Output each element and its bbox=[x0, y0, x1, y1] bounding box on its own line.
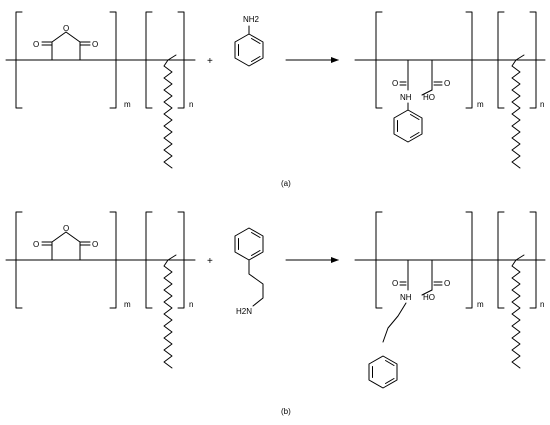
product-phenyl-icon-a bbox=[393, 109, 423, 143]
label-o4-b: O bbox=[392, 279, 398, 288]
label-n-b: n bbox=[189, 300, 193, 309]
label-n-a: n bbox=[189, 100, 193, 109]
aniline-icon bbox=[234, 25, 264, 67]
caption-b: (b) bbox=[281, 407, 291, 416]
scheme-b: O O O m n + H2N O O NH HO m n (b) bbox=[6, 212, 545, 416]
reagent-formula-b: H2N bbox=[236, 307, 252, 316]
product-polymer-b bbox=[355, 212, 545, 368]
product-polymer-a bbox=[355, 12, 545, 168]
plus-sign-a: + bbox=[207, 56, 213, 67]
label-o4-a: O bbox=[392, 79, 398, 88]
label-m-a: m bbox=[124, 100, 131, 109]
label-ho-b: HO bbox=[423, 293, 435, 302]
reactant-polymer-b bbox=[6, 212, 195, 368]
label-o1-a: O bbox=[33, 40, 39, 49]
label-m2-b: m bbox=[477, 300, 484, 309]
reagent-formula-a: NH2 bbox=[243, 15, 260, 24]
phenethylamine-icon bbox=[234, 227, 264, 307]
label-o5-a: O bbox=[444, 79, 450, 88]
label-o3-a: O bbox=[92, 40, 98, 49]
label-o2-b: O bbox=[63, 224, 69, 233]
label-m-b: m bbox=[124, 300, 131, 309]
reactant-polymer-a bbox=[6, 12, 195, 168]
scheme-a: O O O m n + NH2 O O NH HO m n (a) bbox=[6, 12, 545, 188]
label-nh-a: NH bbox=[400, 93, 412, 102]
plus-sign-b: + bbox=[207, 256, 213, 267]
label-o5-b: O bbox=[444, 279, 450, 288]
label-o1-b: O bbox=[33, 240, 39, 249]
label-o3-b: O bbox=[92, 240, 98, 249]
label-o2-a: O bbox=[63, 24, 69, 33]
label-n2-a: n bbox=[540, 100, 544, 109]
product-phenyl-icon-b bbox=[368, 355, 398, 389]
label-nh-b: NH bbox=[400, 293, 412, 302]
caption-a: (a) bbox=[281, 179, 291, 188]
label-m2-a: m bbox=[477, 100, 484, 109]
label-ho-a: HO bbox=[423, 93, 435, 102]
label-n2-b: n bbox=[540, 300, 544, 309]
